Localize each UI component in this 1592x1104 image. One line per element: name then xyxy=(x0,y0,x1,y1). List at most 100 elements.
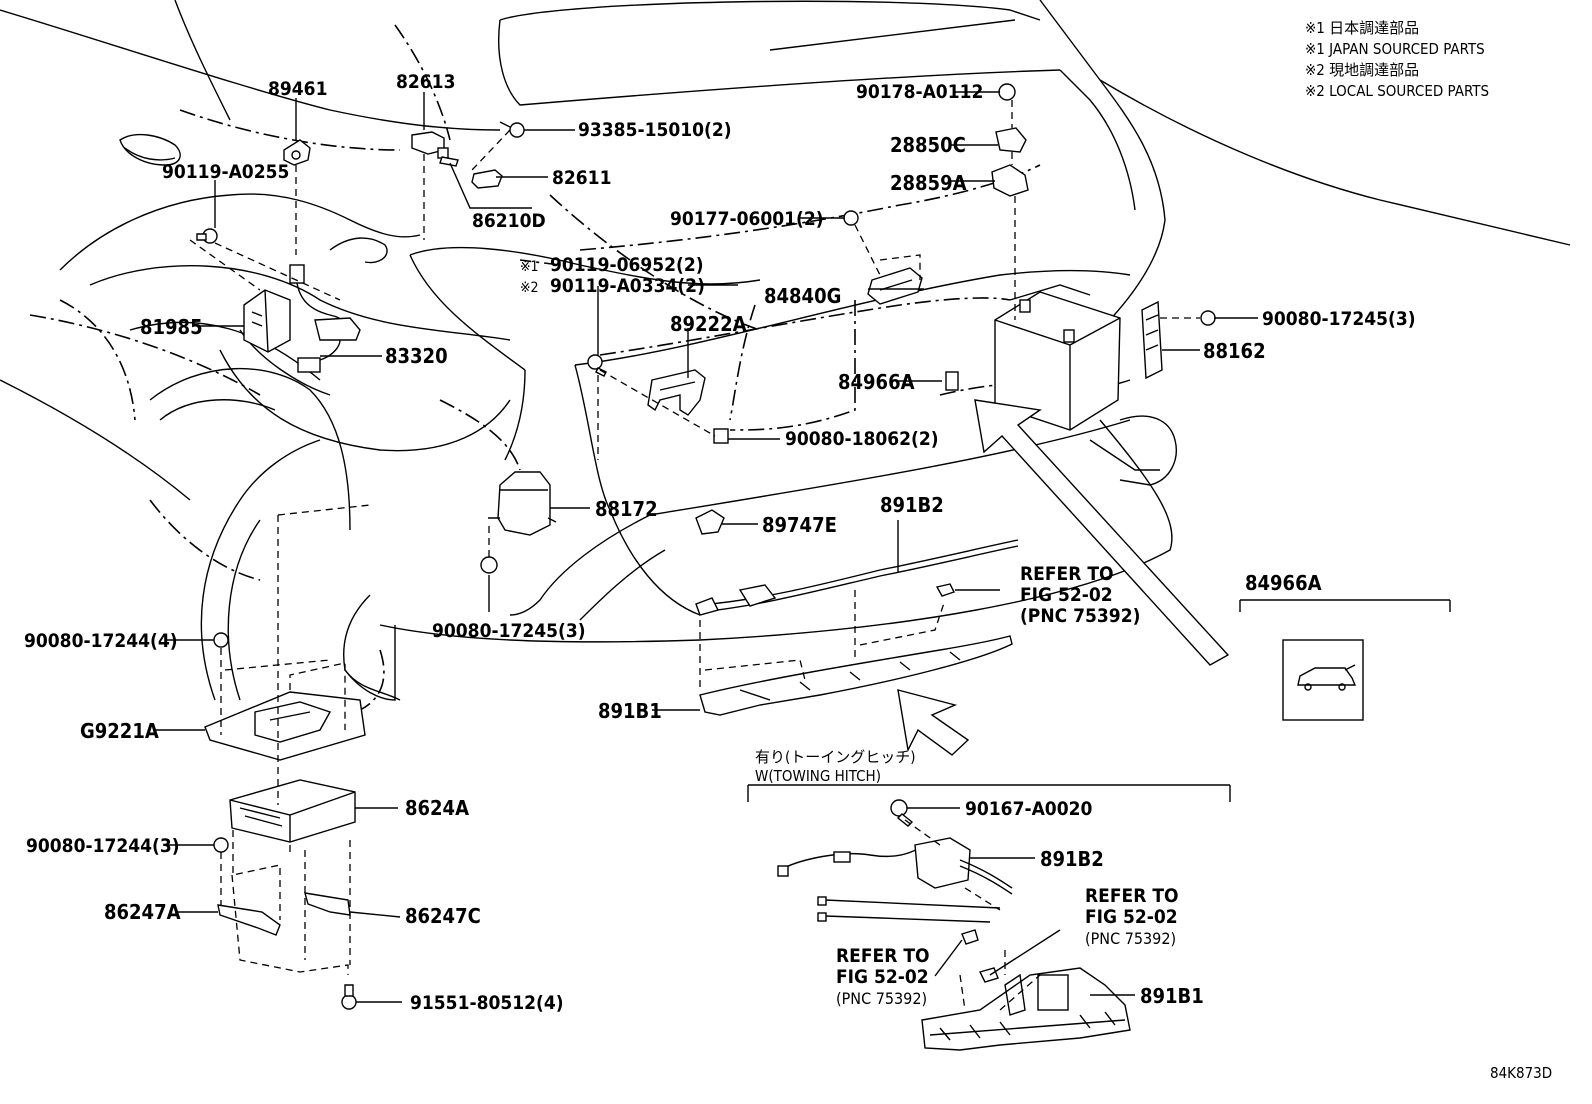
label-90177[interactable]: 90177-06001(2) xyxy=(670,208,824,230)
leader-lines xyxy=(155,91,1451,1003)
part-90080-17245-right-shape xyxy=(1200,310,1216,326)
part-90178-shape xyxy=(998,83,1016,101)
label-88172[interactable]: 88172 xyxy=(595,497,658,521)
label-86247A[interactable]: 86247A xyxy=(104,900,181,924)
label-88162[interactable]: 88162 xyxy=(1203,339,1266,363)
label-86210D[interactable]: 86210D xyxy=(472,210,546,232)
part-90177-shape xyxy=(843,210,859,226)
ref-3-line-3: (PNC 75392) xyxy=(836,989,927,1008)
label-28850C[interactable]: 28850C xyxy=(890,133,966,157)
part-91551-shape xyxy=(341,984,357,1010)
part-84966A-shape xyxy=(945,371,959,391)
towing-label-japanese: 有り(トーイングヒッチ) xyxy=(755,748,916,766)
label-90119-06952[interactable]: 90119-06952(2) xyxy=(550,254,704,276)
part-G9221A-shape xyxy=(204,691,366,761)
label-90080-17244-3[interactable]: 90080-17244(3) xyxy=(26,835,180,857)
assembly-dashed-lines xyxy=(189,100,1200,1011)
label-89222A[interactable]: 89222A xyxy=(670,312,747,336)
vehicle-body-outline xyxy=(0,0,1571,711)
figure-id: 84K873D xyxy=(1490,1064,1552,1082)
part-82611-shape xyxy=(471,169,503,189)
part-28850C-shape xyxy=(995,127,1027,153)
label-84966A-box[interactable]: 84966A xyxy=(1245,571,1322,595)
label-84966A[interactable]: 84966A xyxy=(838,370,915,394)
note-2-japanese: ※2 現地調達部品 xyxy=(1305,61,1419,79)
part-86247A-shape xyxy=(217,904,281,936)
note-1-japanese: ※1 日本調達部品 xyxy=(1305,19,1419,37)
ref-connector-towing-1 xyxy=(961,929,979,945)
label-891B2[interactable]: 891B2 xyxy=(880,493,944,517)
label-84840G[interactable]: 84840G xyxy=(764,284,841,308)
part-90119-06952-shape xyxy=(587,354,607,377)
ref-1-line-1: REFER TO xyxy=(1020,563,1114,585)
towing-hitch-section: 有り(トーイングヒッチ) W(TOWING HITCH) xyxy=(755,748,916,785)
label-891B2-towing[interactable]: 891B2 xyxy=(1040,847,1104,871)
part-86210D-shape xyxy=(439,156,459,167)
part-84840G-shape xyxy=(867,267,923,305)
mark-1: ※1 xyxy=(520,259,539,275)
label-93385[interactable]: 93385-15010(2) xyxy=(578,119,732,141)
ref-1-line-2: FIG 52-02 xyxy=(1020,584,1113,606)
label-G9221A[interactable]: G9221A xyxy=(80,719,159,743)
view-arrow-upper xyxy=(974,399,1230,666)
label-28859A[interactable]: 28859A xyxy=(890,171,967,195)
label-90119-A0334[interactable]: 90119-A0334(2) xyxy=(550,275,705,297)
label-89461[interactable]: 89461 xyxy=(268,78,327,100)
ref-1-line-3: (PNC 75392) xyxy=(1020,605,1140,627)
ref-2-line-1: REFER TO xyxy=(1085,885,1179,907)
part-8624A-shape xyxy=(229,779,356,843)
notes-block: ※1 日本調達部品 ※1 JAPAN SOURCED PARTS ※2 現地調達… xyxy=(1305,19,1489,100)
label-90080-17245-lower[interactable]: 90080-17245(3) xyxy=(432,620,586,642)
label-8624A[interactable]: 8624A xyxy=(405,796,469,820)
part-90080-17244-lower-shape xyxy=(213,837,229,853)
part-90080-17245-lower-shape xyxy=(480,556,498,574)
label-82613[interactable]: 82613 xyxy=(396,71,455,93)
ref-connector-towing-2 xyxy=(978,967,999,983)
part-89747E-shape xyxy=(695,509,725,535)
label-90167[interactable]: 90167-A0020 xyxy=(965,798,1092,820)
part-891B1-shape xyxy=(699,635,1013,716)
label-90080-17245-right[interactable]: 90080-17245(3) xyxy=(1262,308,1416,330)
view-arrow-lower xyxy=(897,689,970,756)
label-891B1-towing[interactable]: 891B1 xyxy=(1140,984,1204,1008)
label-90080-18062[interactable]: 90080-18062(2) xyxy=(785,428,939,450)
ref-connector-shape xyxy=(935,583,955,597)
ref-2-line-3: (PNC 75392) xyxy=(1085,929,1176,948)
part-90080-18062-shape xyxy=(713,428,729,444)
part-28859A-shape xyxy=(991,164,1029,197)
label-91551[interactable]: 91551-80512(4) xyxy=(410,992,564,1014)
ref-3-line-2: FIG 52-02 xyxy=(836,966,929,988)
label-81985[interactable]: 81985 xyxy=(140,315,203,339)
part-891B1-towing-shape xyxy=(921,967,1131,1051)
vehicle-silhouette-icon xyxy=(1282,639,1364,721)
label-86247C[interactable]: 86247C xyxy=(405,904,481,928)
label-82611[interactable]: 82611 xyxy=(552,167,611,189)
label-90178[interactable]: 90178-A0112 xyxy=(856,81,983,103)
reference-notes: REFER TO FIG 52-02 (PNC 75392) REFER TO … xyxy=(836,563,1179,1008)
part-82613-shape xyxy=(411,131,449,159)
label-891B1[interactable]: 891B1 xyxy=(598,699,662,723)
part-891B2-towing-shape xyxy=(777,837,1013,923)
part-81985-shape xyxy=(243,289,291,353)
part-86247C-shape xyxy=(304,892,351,916)
label-83320[interactable]: 83320 xyxy=(385,344,448,368)
part-93385-shape xyxy=(499,121,525,138)
label-90080-17244-4[interactable]: 90080-17244(4) xyxy=(24,630,178,652)
part-illustrations xyxy=(196,83,1364,1051)
note-1-english: ※1 JAPAN SOURCED PARTS xyxy=(1305,40,1485,58)
part-90119-A0255-shape xyxy=(196,228,218,244)
part-891B2-shape xyxy=(695,539,1019,616)
part-90080-17244-upper-shape xyxy=(213,632,229,648)
label-89747E[interactable]: 89747E xyxy=(762,513,837,537)
part-88172-shape xyxy=(488,471,557,536)
ref-2-line-2: FIG 52-02 xyxy=(1085,906,1178,928)
towing-label-english: W(TOWING HITCH) xyxy=(755,767,881,785)
part-89222A-shape xyxy=(647,369,706,416)
part-83320-shape xyxy=(289,264,361,373)
label-90119-A0255[interactable]: 90119-A0255 xyxy=(162,161,289,183)
ref-3-line-1: REFER TO xyxy=(836,945,930,967)
part-number-labels: 89461 82613 93385-15010(2) 82611 86210D … xyxy=(24,71,1416,1014)
part-89461-shape xyxy=(283,139,311,166)
